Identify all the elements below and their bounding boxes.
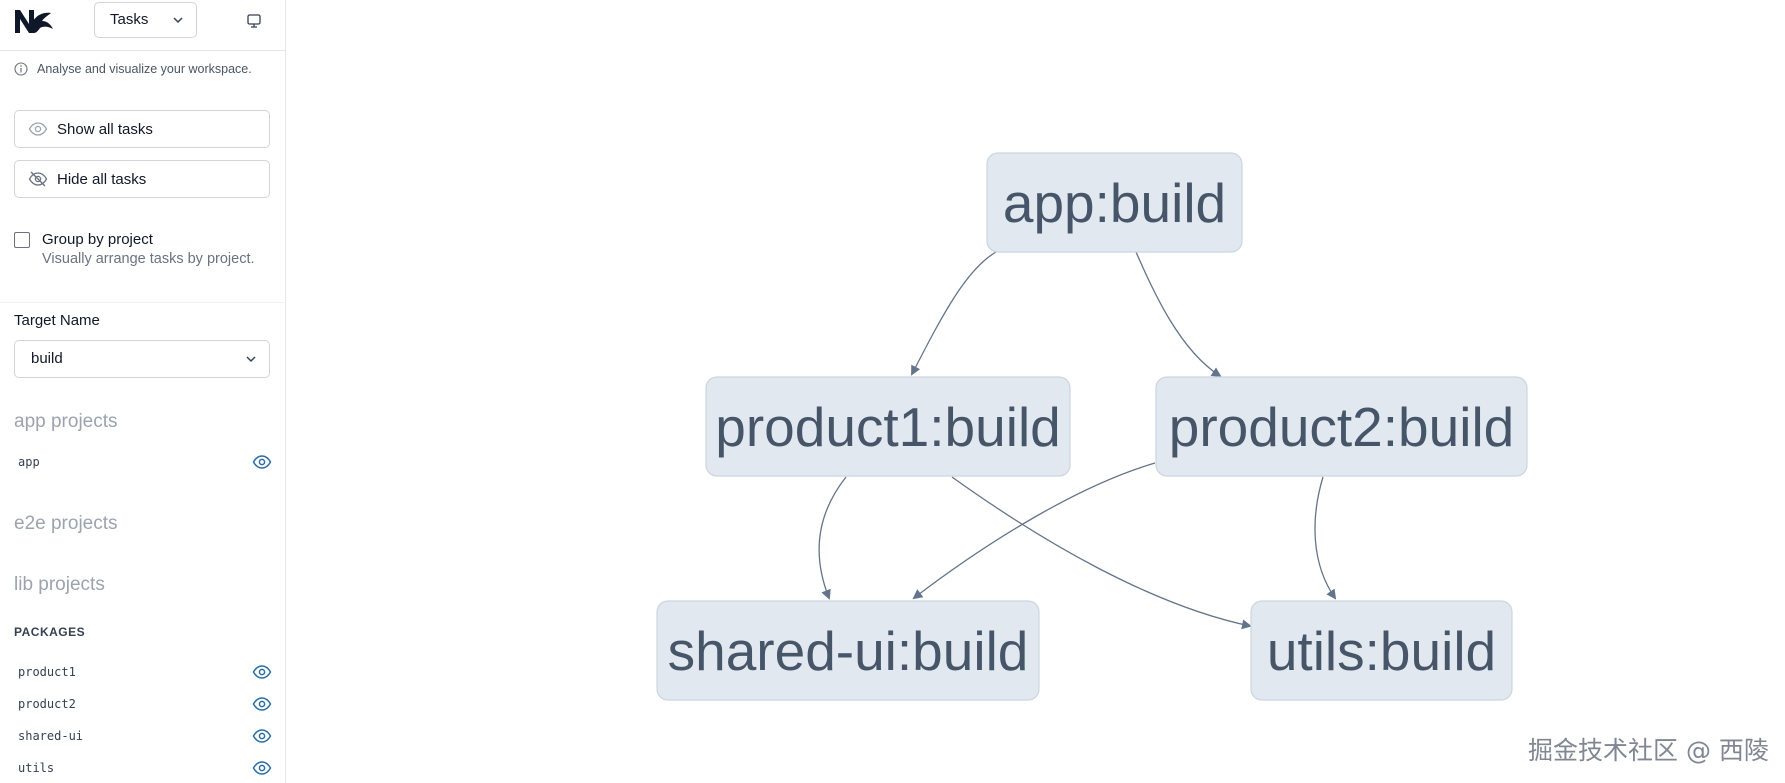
packages-heading: PACKAGES bbox=[14, 625, 86, 639]
eye-icon[interactable] bbox=[252, 664, 272, 680]
eye-icon[interactable] bbox=[252, 760, 272, 776]
node-label: utils:build bbox=[1267, 620, 1496, 682]
mode-select-value: Tasks bbox=[110, 11, 149, 28]
section-divider bbox=[0, 302, 286, 303]
nx-logo-icon[interactable] bbox=[13, 7, 55, 35]
target-name-select[interactable]: build bbox=[14, 340, 270, 378]
app-projects-heading: app projects bbox=[14, 411, 118, 432]
project-item-app: app bbox=[18, 452, 272, 474]
eye-off-icon bbox=[28, 171, 48, 187]
edge-product2-utils bbox=[1314, 476, 1337, 600]
hide-all-tasks-button[interactable]: Hide all tasks bbox=[14, 160, 270, 198]
info-row: Analyse and visualize your workspace. bbox=[14, 62, 252, 76]
project-item-product2: product2 bbox=[18, 694, 272, 716]
edge-product1-shared-ui bbox=[818, 476, 847, 600]
chevron-down-icon bbox=[246, 356, 256, 363]
project-item-product1: product1 bbox=[18, 662, 272, 684]
e2e-projects-heading: e2e projects bbox=[14, 513, 118, 534]
show-all-tasks-label: Show all tasks bbox=[57, 120, 153, 138]
project-name: product2 bbox=[18, 697, 76, 711]
hide-all-tasks-label: Hide all tasks bbox=[57, 170, 147, 188]
eye-icon[interactable] bbox=[252, 696, 272, 712]
node-utils-build[interactable]: utils:build bbox=[1250, 600, 1513, 701]
edge-app-product1 bbox=[911, 251, 997, 376]
node-app-build[interactable]: app:build bbox=[986, 152, 1243, 253]
monitor-icon[interactable] bbox=[246, 13, 262, 29]
task-graph-canvas[interactable]: app:build product1:build product2:build … bbox=[287, 0, 1785, 783]
node-label: product2:build bbox=[1169, 396, 1515, 458]
show-all-tasks-button[interactable]: Show all tasks bbox=[14, 110, 270, 148]
watermark: 掘金技术社区 @ 西陵 bbox=[1528, 736, 1769, 765]
eye-icon[interactable] bbox=[252, 454, 272, 470]
project-name: utils bbox=[18, 761, 55, 775]
edge-product1-utils bbox=[951, 476, 1252, 630]
group-by-project-checkbox[interactable] bbox=[14, 232, 30, 248]
chevron-down-icon bbox=[173, 17, 183, 24]
group-by-project-description: Visually arrange tasks by project. bbox=[42, 251, 255, 267]
edge-app-product2 bbox=[1135, 251, 1222, 378]
project-item-shared-ui: shared-ui bbox=[18, 726, 272, 748]
node-shared-ui-build[interactable]: shared-ui:build bbox=[656, 600, 1040, 701]
info-icon bbox=[14, 62, 28, 76]
eye-icon[interactable] bbox=[252, 728, 272, 744]
node-label: shared-ui:build bbox=[668, 620, 1029, 682]
group-by-project-label: Group by project bbox=[42, 231, 153, 248]
project-item-utils: utils bbox=[18, 758, 272, 780]
target-name-value: build bbox=[31, 350, 63, 367]
target-name-label: Target Name bbox=[14, 312, 100, 329]
eye-icon bbox=[28, 122, 48, 136]
sidebar-header: Tasks bbox=[0, 0, 286, 51]
sidebar: Tasks Analyse and visualize your workspa… bbox=[0, 0, 286, 783]
project-name: product1 bbox=[18, 665, 76, 679]
node-label: app:build bbox=[1003, 172, 1226, 234]
edge-product2-shared-ui bbox=[912, 462, 1156, 600]
node-label: product1:build bbox=[715, 396, 1061, 458]
lib-projects-heading: lib projects bbox=[14, 574, 105, 595]
node-product2-build[interactable]: product2:build bbox=[1155, 376, 1528, 477]
project-name: app bbox=[18, 455, 40, 469]
info-text: Analyse and visualize your workspace. bbox=[37, 62, 252, 76]
mode-select[interactable]: Tasks bbox=[94, 2, 197, 38]
node-product1-build[interactable]: product1:build bbox=[705, 376, 1071, 477]
project-name: shared-ui bbox=[18, 729, 84, 743]
